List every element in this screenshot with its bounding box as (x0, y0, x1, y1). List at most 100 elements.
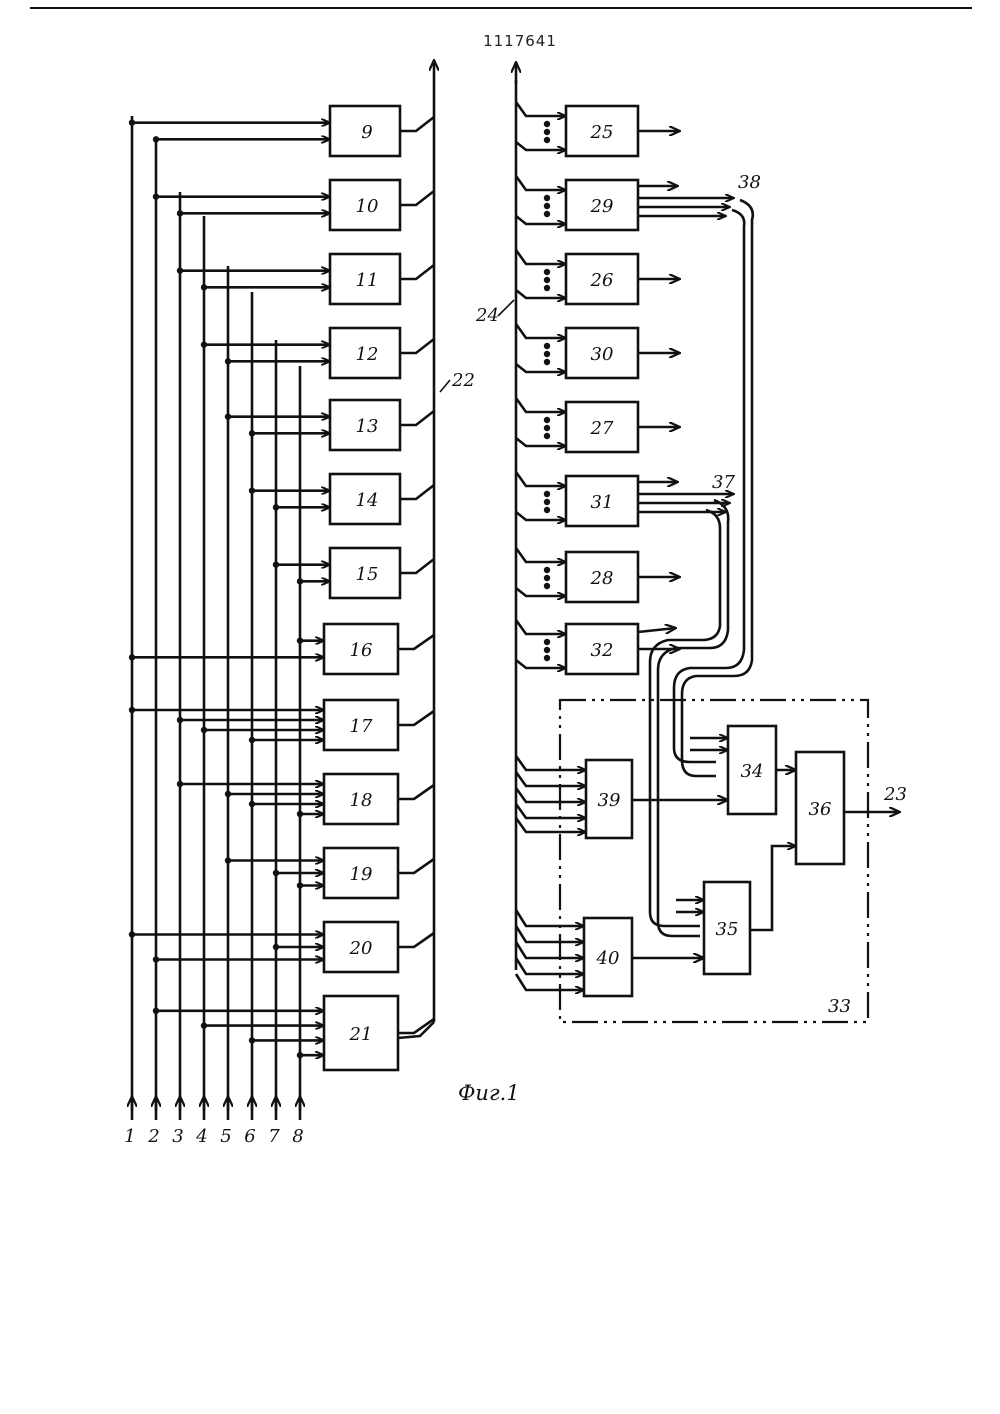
fan-in-wire (516, 324, 566, 338)
block-label-39: 39 (598, 790, 621, 811)
fan-in-39 (516, 818, 586, 832)
ellipsis-dot (544, 211, 550, 217)
ellipsis-dot (544, 285, 550, 291)
input-label-8: 8 (292, 1126, 303, 1147)
input-label-3: 3 (172, 1126, 183, 1147)
fan-in-wire (516, 588, 566, 596)
fan-in-40 (516, 958, 584, 974)
bundle-37 (650, 510, 720, 926)
ellipsis-dot (544, 575, 550, 581)
ellipsis-dot (544, 433, 550, 439)
input-label-2: 2 (147, 1126, 159, 1147)
block-output-wire (400, 191, 434, 205)
fan-in-wire (516, 660, 566, 668)
fan-in-39 (516, 788, 586, 802)
block-output-wire (400, 411, 434, 425)
ellipsis-dot (544, 491, 550, 497)
block-output-wire (398, 785, 434, 799)
fan-in-40 (516, 910, 584, 926)
left-bus-leader (440, 380, 450, 392)
ellipsis-dot (544, 359, 550, 365)
block-label-30: 30 (591, 344, 614, 365)
group-37-label: 37 (712, 472, 735, 493)
fan-in-wire (516, 176, 566, 190)
ellipsis-dot (544, 655, 550, 661)
fan-in-39 (516, 756, 586, 770)
fan-in-wire (516, 290, 566, 298)
ellipsis-dot (544, 567, 550, 573)
block-label-32: 32 (591, 640, 614, 661)
block-output-wire (398, 1022, 434, 1038)
fan-in-wire (516, 250, 566, 264)
block-label-14: 14 (356, 490, 379, 511)
ellipsis-dot (544, 639, 550, 645)
block-label-27: 27 (590, 418, 614, 439)
block-label-25: 25 (590, 122, 614, 143)
right-section: 25 29 26 30 27 31 28 32 (516, 62, 753, 970)
fan-in-wire (516, 620, 566, 634)
fan-in-39 (516, 772, 586, 786)
fan-in-wire (516, 438, 566, 446)
block-label-10: 10 (356, 196, 379, 217)
ellipsis-dot (544, 269, 550, 275)
fan-in-40 (516, 974, 584, 990)
block-label-13: 13 (356, 416, 379, 437)
block-label-16: 16 (350, 640, 373, 661)
block-label-28: 28 (590, 568, 614, 589)
block-label-17: 17 (350, 716, 373, 737)
fan-in-wire (516, 398, 566, 412)
input-label-5: 5 (220, 1126, 231, 1147)
block-output-wire (398, 635, 434, 649)
block-output-wire (398, 711, 434, 725)
block-label-21: 21 (349, 1024, 373, 1045)
fan-in-wire (516, 364, 566, 372)
ellipsis-dot (544, 121, 550, 127)
block-output-wire (400, 339, 434, 353)
fan-in-wire (516, 548, 566, 562)
block-label-15: 15 (356, 564, 379, 585)
ellipsis-dot (544, 647, 550, 653)
ellipsis-dot (544, 129, 550, 135)
block-label-40: 40 (596, 948, 620, 969)
patent-number: 1117641 (483, 32, 557, 50)
block-label-31: 31 (591, 492, 614, 513)
block-output-wire (400, 485, 434, 499)
ellipsis-dot (544, 203, 550, 209)
fan-in-wire (516, 142, 566, 150)
fan-in-wire (516, 102, 566, 116)
group-38-label: 38 (738, 172, 761, 193)
block-label-18: 18 (350, 790, 373, 811)
fan-in-40 (516, 942, 584, 958)
ellipsis-dot (544, 425, 550, 431)
right-bus-label: 24 (475, 305, 499, 326)
block-label-19: 19 (350, 864, 373, 885)
ellipsis-dot (544, 195, 550, 201)
output-wire-32 (638, 628, 676, 632)
figure-caption: Фиг.1 (458, 1081, 520, 1105)
input-label-1: 1 (124, 1126, 135, 1147)
output-23-label: 23 (883, 784, 907, 805)
ellipsis-dot (544, 277, 550, 283)
block-label-36: 36 (809, 799, 832, 820)
ellipsis-dot (544, 137, 550, 143)
block-output-wire (400, 265, 434, 279)
ellipsis-dot (544, 417, 550, 423)
fan-in-wire (516, 216, 566, 224)
unit-33-label: 33 (828, 996, 851, 1017)
bundle-37 (658, 500, 728, 936)
ellipsis-dot (544, 583, 550, 589)
ellipsis-dot (544, 507, 550, 513)
block-label-9: 9 (361, 122, 372, 143)
block-label-20: 20 (349, 938, 373, 959)
input-label-7: 7 (268, 1126, 280, 1147)
fan-in-wire (516, 512, 566, 520)
block-label-29: 29 (590, 196, 614, 217)
block-output-wire (400, 559, 434, 573)
block-label-26: 26 (590, 270, 614, 291)
block-output-wire (398, 933, 434, 947)
block-label-35: 35 (716, 919, 739, 940)
left-bus-label: 22 (451, 370, 475, 391)
block-output-wire (400, 117, 434, 131)
block-output-wire (398, 859, 434, 873)
